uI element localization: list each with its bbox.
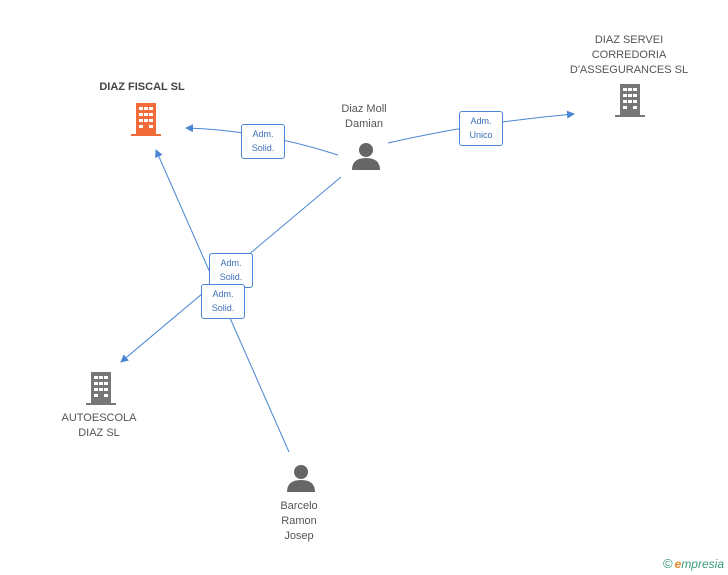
node-label-line: DIAZ SERVEI (594, 34, 664, 46)
node-label-line: Ramon (281, 515, 317, 527)
edge-label-adm-solid[interactable]: Adm. Solid. (209, 253, 253, 288)
building-icon[interactable] (615, 84, 645, 117)
node-label-line: Damian (345, 118, 383, 130)
node-label-diaz-fiscal[interactable]: DIAZ FISCAL SL (99, 81, 185, 93)
node-label-line: AUTOESCOLA (61, 412, 137, 424)
edge-label-adm-unico[interactable]: Adm. Unico (459, 111, 503, 146)
node-label-line: Josep (284, 530, 314, 542)
edge-label-adm-solid[interactable]: Adm. Solid. (201, 284, 245, 319)
person-icon[interactable] (287, 465, 315, 492)
node-label-barcelo[interactable]: Barcelo Ramon Josep (257, 499, 341, 544)
copyright-symbol: © (663, 556, 673, 571)
brand-e: e (674, 557, 682, 571)
brand-name: mpresia (681, 557, 724, 571)
person-icon[interactable] (352, 143, 380, 170)
node-label-line: Diaz Moll (341, 103, 387, 115)
node-label-autoescola[interactable]: AUTOESCOLA DIAZ SL (50, 411, 148, 441)
empresia-logo[interactable]: ©empresia (663, 556, 724, 571)
building-icon[interactable] (86, 372, 116, 405)
node-label-line: DIAZ SL (78, 427, 120, 439)
node-label-line: D'ASSEGURANCES SL (569, 64, 689, 76)
node-label-diaz-servei[interactable]: DIAZ SERVEI CORREDORIA D'ASSEGURANCES SL (556, 33, 702, 78)
node-label-line: CORREDORIA (591, 49, 667, 61)
node-label-diaz-moll[interactable]: Diaz Moll Damian (322, 102, 406, 132)
edge-label-adm-solid[interactable]: Adm. Solid. (241, 124, 285, 159)
building-icon[interactable] (131, 103, 161, 136)
node-label-line: Barcelo (280, 500, 318, 512)
